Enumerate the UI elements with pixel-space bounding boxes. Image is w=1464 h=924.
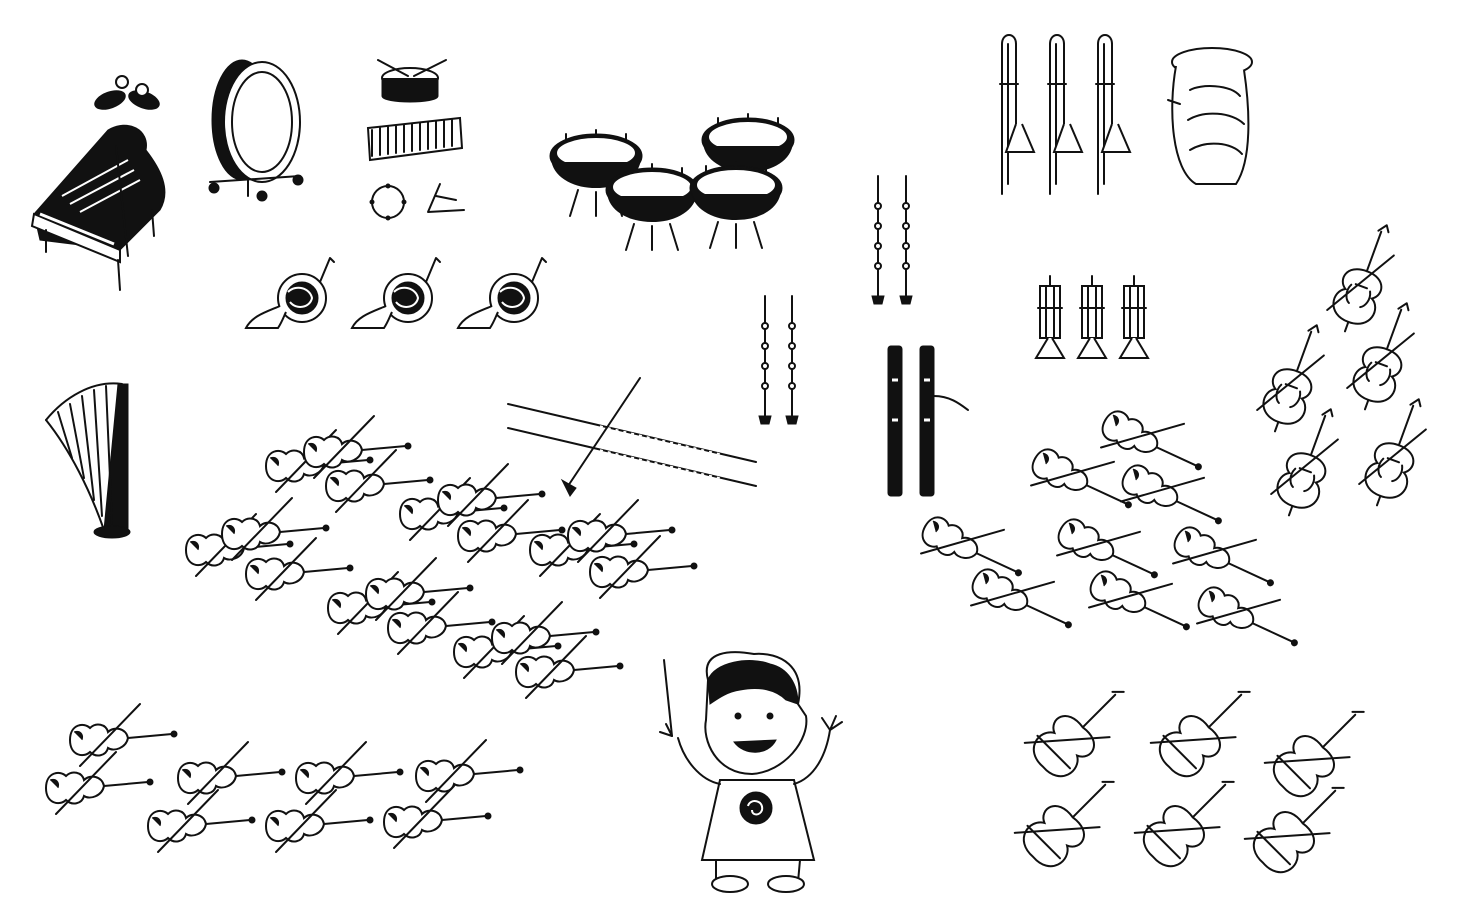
tambourine-icon xyxy=(369,183,407,221)
violin-icon xyxy=(415,739,524,803)
violin-icon xyxy=(265,789,374,853)
viola-icon xyxy=(1187,563,1314,674)
piano-icon xyxy=(30,124,166,291)
triangle-icon xyxy=(427,183,465,213)
french-horn-icon xyxy=(351,257,441,329)
double-bass-icon xyxy=(1321,215,1405,340)
bass-drum-icon xyxy=(208,59,304,202)
cello-icon xyxy=(1146,666,1267,787)
glockenspiel-icon xyxy=(366,116,464,162)
bassoon-icon xyxy=(560,377,641,497)
timpani-icon xyxy=(549,113,795,251)
tuba-icon xyxy=(1167,47,1253,185)
double-bass-icon xyxy=(1353,389,1437,514)
trombone-icon xyxy=(1095,34,1131,195)
cello-icon xyxy=(1010,756,1131,877)
first-violin-section xyxy=(185,415,698,699)
cello-icon xyxy=(1020,666,1141,787)
double-bass-icon xyxy=(1251,315,1335,440)
conductor-icon xyxy=(659,651,843,893)
bassoon-icon xyxy=(887,345,969,497)
violin-icon xyxy=(295,741,404,805)
violin-icon xyxy=(383,785,492,849)
clarinet-icon xyxy=(785,295,799,425)
french-horn-icon xyxy=(457,257,547,329)
trumpet-icon xyxy=(1035,275,1065,359)
violin-icon xyxy=(69,703,178,767)
baton-icon xyxy=(663,659,673,737)
trombone-icon xyxy=(999,34,1035,195)
cello-icon xyxy=(1260,686,1381,807)
violin-icon xyxy=(177,741,286,805)
oboe-icon xyxy=(871,175,885,305)
flute-icon xyxy=(507,403,757,487)
harp-icon xyxy=(45,382,131,539)
trumpet-icon xyxy=(1077,275,1107,359)
trumpet-icon xyxy=(1119,275,1149,359)
violin-icon xyxy=(45,751,154,815)
violin-icon xyxy=(147,789,256,853)
snare-drum-icon xyxy=(377,59,447,103)
viola-icon xyxy=(961,545,1088,656)
cello-section xyxy=(1010,666,1381,883)
cymbals-icon xyxy=(94,75,160,110)
viola-icon xyxy=(1079,547,1206,658)
trombone-icon xyxy=(1047,34,1083,195)
french-horn-icon xyxy=(245,257,335,329)
oboe-icon xyxy=(899,175,913,305)
viola-section xyxy=(911,387,1314,674)
clarinet-icon xyxy=(758,295,772,425)
second-violin-section xyxy=(45,703,524,853)
